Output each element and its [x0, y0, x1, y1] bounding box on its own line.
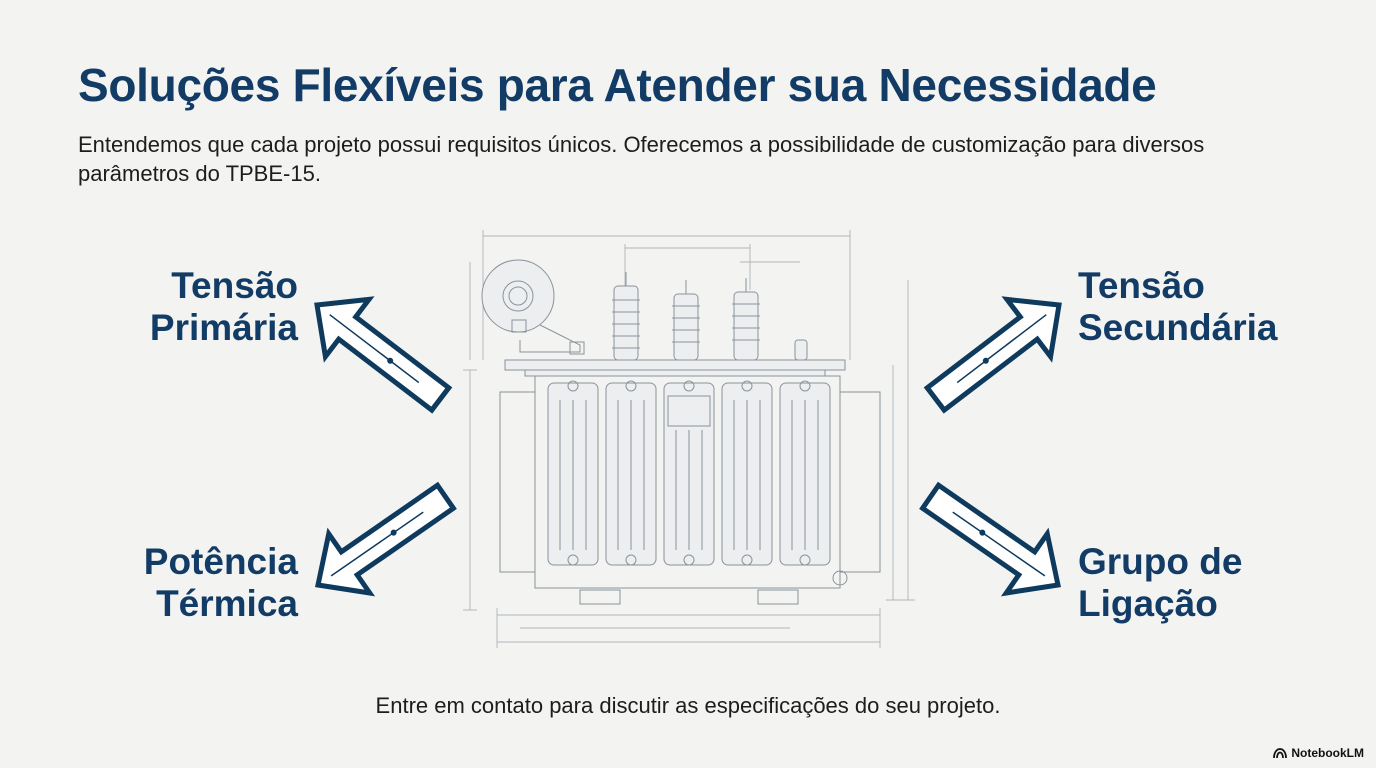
intro-text: Entendemos que cada projeto possui requi…: [78, 132, 1205, 186]
arrow-grupo-ligacao: [919, 481, 1061, 597]
label-line: Tensão: [1078, 265, 1205, 306]
label-line: Térmica: [156, 583, 298, 624]
label-line: Primária: [149, 307, 298, 348]
label-line: Ligação: [1078, 583, 1218, 624]
label-line: Potência: [143, 541, 298, 582]
notebooklm-logo-icon: [1273, 747, 1288, 758]
label-line: Secundária: [1078, 307, 1278, 348]
arrow-potencia-termica: [315, 481, 457, 597]
label-potencia-termica: Potência Térmica: [144, 541, 298, 625]
label-tensao-primaria: Tensão Primária: [150, 265, 298, 349]
label-grupo-ligacao: Grupo de Ligação: [1078, 541, 1242, 625]
label-tensao-secundaria: Tensão Secundária: [1078, 265, 1277, 349]
arrow-tensao-secundaria: [923, 296, 1062, 414]
arrow-tensao-primaria: [314, 296, 453, 414]
page-title: Soluções Flexíveis para Atender sua Nece…: [78, 59, 1157, 111]
transformer-drawing: [463, 230, 915, 648]
label-line: Grupo de: [1078, 541, 1243, 582]
footer-text: Entre em contato para discutir as especi…: [375, 693, 1001, 718]
label-line: Tensão: [171, 265, 298, 306]
brand-name: NotebookLM: [1291, 746, 1364, 760]
brand-badge: NotebookLM: [1273, 746, 1364, 760]
